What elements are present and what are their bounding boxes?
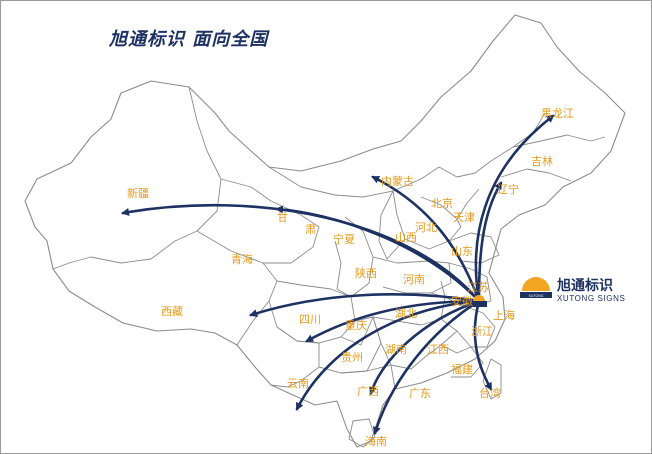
label-shandong: 山东 (451, 245, 473, 258)
route-liaoning (477, 181, 503, 303)
province-labels: 黑龙江 吉林 辽宁 内蒙古 新疆 北京 天津 甘 肃 宁夏 河北 山西 山东 青… (127, 107, 574, 448)
route-sichuan (305, 299, 481, 343)
route-tibet (249, 293, 481, 318)
province-borders (52, 86, 606, 448)
label-gan: 甘 (277, 211, 288, 224)
label-jilin: 吉林 (531, 154, 553, 168)
sun-logo-icon: XUTONG (520, 277, 552, 298)
label-jiangsu: 江苏 (467, 281, 489, 294)
label-guizhou: 贵州 (341, 351, 363, 364)
brand-name: 旭通标识 (557, 278, 613, 294)
border-shanxi (378, 190, 406, 260)
label-shaanxi: 陕西 (355, 266, 377, 280)
headline: 旭通标识 面向全国 (109, 29, 269, 50)
label-shanghai: 上海 (493, 308, 515, 322)
label-inner-mongolia: 内蒙古 (381, 174, 414, 188)
label-yunnan: 云南 (287, 377, 309, 390)
brand-logo: XUTONG 旭通标识 XUTONG SIGNS (519, 275, 629, 307)
border-liaoning-hebei (456, 188, 480, 220)
route-taiwan (473, 299, 493, 391)
route-hainan (372, 299, 481, 435)
label-henan: 河南 (403, 273, 425, 286)
border-tibet-qinghai (196, 230, 278, 346)
border-zhejiang (456, 304, 496, 348)
label-su: 肃 (305, 223, 316, 236)
label-hunan: 湖南 (385, 343, 407, 356)
border-xinjiang-east (52, 86, 222, 270)
border-sichuan-chongqing (268, 280, 356, 344)
border-jilin-liaoning (500, 168, 572, 182)
hub-marker (471, 295, 487, 307)
border-shaanxi (334, 216, 374, 298)
route-inner-mongolia (371, 175, 481, 303)
label-heilongjiang: 黑龙江 (541, 107, 574, 120)
label-qinghai: 青海 (231, 252, 253, 266)
route-guangxi (368, 299, 481, 395)
border-hainan (348, 418, 376, 448)
label-guangxi: 广西 (357, 385, 379, 398)
label-taiwan: 台湾 (479, 386, 501, 400)
distribution-routes (121, 114, 555, 435)
country-outline (24, 14, 626, 448)
country-border (24, 14, 626, 448)
label-hainan: 海南 (365, 434, 387, 448)
route-yunnan (295, 299, 481, 411)
border-heilongjiang-jilin (512, 134, 606, 148)
hub-band (471, 301, 487, 307)
route-heilongjiang (474, 114, 555, 303)
label-hubei: 湖北 (395, 307, 417, 320)
label-shanxi: 山西 (395, 231, 417, 244)
border-qinghai-gansu (220, 178, 320, 264)
label-xinjiang: 新疆 (127, 186, 149, 200)
label-hebei: 河北 (415, 221, 437, 234)
label-tianjin: 天津 (453, 211, 475, 224)
label-tibet: 西藏 (161, 305, 183, 318)
label-anhui: 安徽 (451, 294, 473, 308)
route-qinghai (275, 205, 481, 303)
border-hunan-jiangxi (372, 316, 458, 370)
label-beijing: 北京 (431, 196, 453, 210)
label-fujian: 福建 (451, 362, 473, 376)
border-guangxi-guangdong (318, 364, 396, 390)
label-guangdong: 广东 (409, 387, 431, 400)
label-ningxia: 宁夏 (333, 232, 355, 246)
label-sichuan: 四川 (299, 313, 321, 326)
label-chongqing: 重庆 (345, 318, 367, 332)
label-jiangxi: 江西 (427, 343, 449, 356)
label-liaoning: 辽宁 (497, 182, 519, 196)
logo-mark-text: XUTONG (529, 294, 544, 298)
brand-name-en: XUTONG SIGNS (557, 294, 626, 303)
label-zhejiang: 浙江 (471, 325, 493, 338)
route-xinjiang (121, 203, 481, 303)
